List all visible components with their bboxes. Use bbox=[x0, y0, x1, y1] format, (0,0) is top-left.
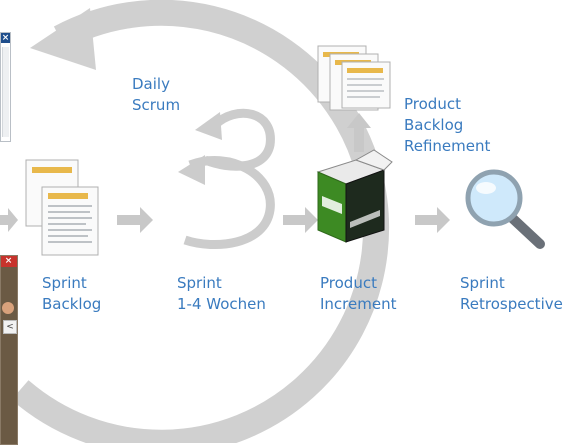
label-sprint-backlog: Sprint Backlog bbox=[42, 274, 102, 313]
side-window-top-scrollbar[interactable] bbox=[2, 47, 9, 137]
arrow-increment-to-refinement bbox=[347, 113, 371, 152]
side-window-bottom-avatar bbox=[2, 302, 14, 314]
side-window-bottom[interactable]: × < bbox=[0, 255, 18, 445]
arrow-increment-to-retro bbox=[415, 207, 450, 233]
arrow-sprint-to-increment bbox=[283, 207, 318, 233]
label-backlog-refinement: Product Backlog Refinement bbox=[404, 95, 491, 155]
close-icon: × bbox=[4, 256, 13, 266]
arrow-into-backlog bbox=[0, 208, 18, 232]
label-sprint: Sprint 1-4 Wochen bbox=[177, 274, 266, 313]
side-window-top[interactable]: × bbox=[0, 32, 11, 142]
label-daily-scrum: Daily Scrum bbox=[132, 75, 181, 114]
daily-scrum-arrowhead-top bbox=[195, 112, 222, 140]
side-window-top-close-button[interactable]: × bbox=[1, 33, 10, 43]
side-window-bottom-titlebar[interactable]: × bbox=[1, 256, 17, 267]
magnifier-icon bbox=[465, 169, 545, 249]
arrow-backlog-to-sprint bbox=[117, 207, 153, 233]
sprint-backlog-documents bbox=[25, 159, 99, 256]
big-cycle-arrowhead bbox=[30, 8, 96, 70]
product-increment-box bbox=[316, 149, 393, 243]
refinement-documents bbox=[317, 45, 391, 111]
sprint-loop bbox=[183, 156, 275, 250]
label-product-increment: Product Increment bbox=[320, 274, 397, 313]
label-sprint-retrospective: Sprint Retrospective bbox=[460, 274, 563, 313]
close-icon: × bbox=[1, 33, 10, 43]
side-window-bottom-nav-button[interactable]: < bbox=[3, 320, 17, 334]
chevron-left-icon: < bbox=[6, 322, 14, 332]
sprint-loop-arrowhead bbox=[178, 155, 205, 185]
